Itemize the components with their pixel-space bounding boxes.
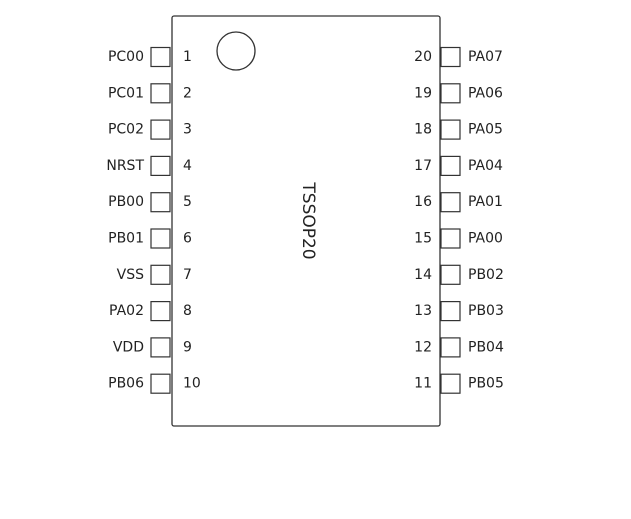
pin-row-left: PC02 3 [108, 119, 192, 140]
pin-name: PB04 [468, 339, 504, 355]
pin-name: PB03 [468, 303, 504, 319]
pin-pad [440, 46, 461, 68]
pin-number: 18 [414, 122, 432, 138]
pin-name: VDD [113, 339, 144, 355]
pin-pad [150, 264, 171, 285]
pin-row-right: PA04 17 [414, 155, 503, 176]
pin-row-right: PA01 16 [414, 192, 503, 213]
pin-pad [150, 119, 171, 140]
pin-row-left: NRST 4 [106, 155, 192, 176]
pin-number: 5 [183, 194, 192, 210]
pin-pad [150, 83, 171, 104]
pin-pad [440, 228, 461, 249]
pin-row-right: PB05 11 [414, 373, 504, 394]
pin-number: 3 [183, 122, 192, 138]
pin-name: PC01 [108, 85, 144, 101]
pin-number: 13 [414, 303, 432, 319]
pin-name: PB05 [468, 376, 504, 392]
pin-pad [150, 192, 171, 213]
pin-name: PA06 [468, 85, 503, 101]
pin-number: 8 [183, 303, 192, 319]
pin-number: 20 [414, 49, 432, 65]
chip-body [171, 15, 441, 427]
pin-number: 4 [183, 158, 192, 174]
pin-row-left: PB06 10 [108, 373, 201, 394]
pin-number: 1 [183, 49, 192, 65]
pin-pad [150, 228, 171, 249]
pin-pad [440, 192, 461, 213]
pin-pad [440, 83, 461, 104]
pin-row-left: PB01 6 [108, 228, 192, 249]
pin-number: 17 [414, 158, 432, 174]
pin-number: 15 [414, 231, 432, 247]
pin-name: PA07 [468, 49, 503, 65]
pin-name: PA02 [109, 303, 144, 319]
pin-pad [440, 119, 461, 140]
pin-pad [440, 337, 461, 358]
pin-number: 19 [414, 85, 432, 101]
pin1-indicator [216, 31, 256, 71]
pin-number: 11 [414, 376, 432, 392]
pin-number: 2 [183, 85, 192, 101]
pin-row-left: VSS 7 [117, 264, 192, 285]
pin-row-right: PA07 20 [414, 46, 503, 68]
pin-name: PB01 [108, 231, 144, 247]
pin-row-left: VDD 9 [113, 337, 192, 358]
pin-row-right: PB04 12 [414, 337, 504, 358]
pin-name: PA05 [468, 122, 503, 138]
pin-row-left: PB00 5 [108, 192, 192, 213]
pin-name: PA04 [468, 158, 503, 174]
pin-row-right: PA00 15 [414, 228, 503, 249]
pin-name: PA01 [468, 194, 503, 210]
pin-name: PC02 [108, 122, 144, 138]
pin-number: 7 [183, 267, 192, 283]
pin-name: PB06 [108, 376, 144, 392]
pin-name: PA00 [468, 231, 503, 247]
pin-name: PC00 [108, 49, 144, 65]
pin-name: VSS [117, 267, 144, 283]
pin-number: 12 [414, 339, 432, 355]
pin-pad [150, 46, 171, 68]
pin-pad [150, 155, 171, 176]
pin-row-right: PA06 19 [414, 83, 503, 104]
pin-pad [440, 373, 461, 394]
pin-name: PB00 [108, 194, 144, 210]
pin-name: PB02 [468, 267, 504, 283]
pin-row-right: PA05 18 [414, 119, 503, 140]
pin-number: 6 [183, 231, 192, 247]
pin-pad [440, 301, 461, 322]
pin-number: 9 [183, 339, 192, 355]
pin-row-left: PC00 1 [108, 46, 192, 68]
pin-row-right: PB02 14 [414, 264, 504, 285]
package-label: TSSOP20 [298, 181, 318, 259]
pin-pad [150, 337, 171, 358]
pin-pad [440, 155, 461, 176]
pin-pad [440, 264, 461, 285]
pin-row-left: PA02 8 [109, 301, 192, 322]
pin-pad [150, 301, 171, 322]
pin-pad [150, 373, 171, 394]
pin-name: NRST [106, 158, 144, 174]
pin-row-right: PB03 13 [414, 301, 504, 322]
pin-number: 14 [414, 267, 432, 283]
pin-number: 16 [414, 194, 432, 210]
pin-number: 10 [183, 376, 201, 392]
pin-row-left: PC01 2 [108, 83, 192, 104]
